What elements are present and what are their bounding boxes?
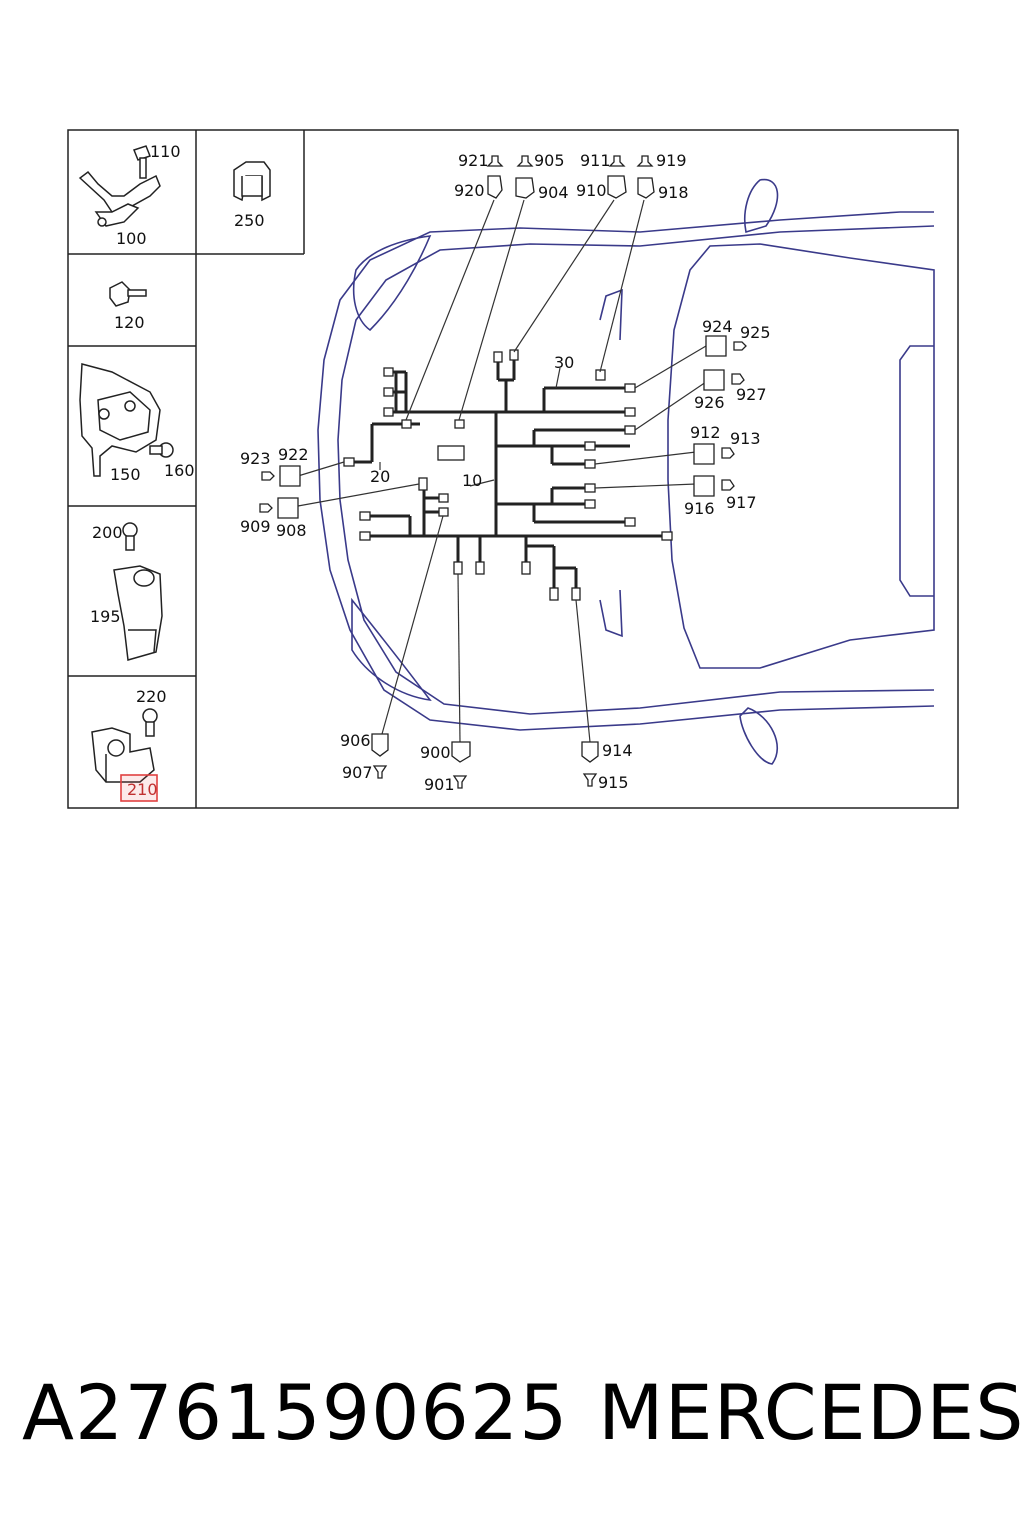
bolt-120 bbox=[109, 281, 147, 307]
label-924: 924 bbox=[702, 317, 733, 336]
top-connectors bbox=[486, 155, 655, 199]
label-923: 923 bbox=[240, 449, 271, 468]
right-connectors bbox=[693, 335, 747, 497]
label-905: 905 bbox=[534, 151, 565, 170]
car-outline bbox=[317, 178, 935, 765]
part-label-195: 195 bbox=[90, 607, 121, 626]
part-label-100: 100 bbox=[116, 229, 147, 248]
bolt-200 bbox=[122, 522, 138, 551]
label-913: 913 bbox=[730, 429, 761, 448]
wiring-harness bbox=[350, 356, 666, 590]
label-915: 915 bbox=[598, 773, 629, 792]
bolt-220 bbox=[142, 708, 158, 737]
label-30: 30 bbox=[554, 353, 574, 372]
bracket-210 bbox=[91, 727, 155, 783]
label-912: 912 bbox=[690, 423, 721, 442]
label-920: 920 bbox=[454, 181, 485, 200]
part-label-110: 110 bbox=[150, 142, 181, 161]
bottom-connectors bbox=[371, 733, 599, 789]
harness-connector-ends bbox=[343, 349, 673, 601]
part-label-150: 150 bbox=[110, 465, 141, 484]
part-label-250: 250 bbox=[234, 211, 265, 230]
label-926: 926 bbox=[694, 393, 725, 412]
bracket-100 bbox=[78, 170, 161, 227]
label-900: 900 bbox=[420, 743, 451, 762]
part-label-120: 120 bbox=[114, 313, 145, 332]
label-922: 922 bbox=[278, 445, 309, 464]
label-914: 914 bbox=[602, 741, 633, 760]
label-907: 907 bbox=[342, 763, 373, 782]
label-919: 919 bbox=[656, 151, 687, 170]
label-908: 908 bbox=[276, 521, 307, 540]
label-918: 918 bbox=[658, 183, 689, 202]
label-10: 10 bbox=[462, 471, 482, 490]
label-921: 921 bbox=[458, 151, 489, 170]
label-916: 916 bbox=[684, 499, 715, 518]
clip-250 bbox=[233, 161, 271, 202]
part-number: A2761590625 bbox=[22, 1368, 569, 1457]
part-label-210: 210 bbox=[127, 780, 158, 799]
left-connectors bbox=[259, 465, 301, 519]
label-20: 20 bbox=[370, 467, 390, 486]
bracket-195 bbox=[113, 565, 163, 661]
bracket-150 bbox=[79, 363, 161, 477]
part-label-220: 220 bbox=[136, 687, 167, 706]
bolt-110 bbox=[133, 145, 151, 179]
label-917: 917 bbox=[726, 493, 757, 512]
label-901: 901 bbox=[424, 775, 455, 794]
label-909: 909 bbox=[240, 517, 271, 536]
part-210-highlight bbox=[120, 774, 158, 802]
brand-name: MERCEDES bbox=[598, 1368, 1024, 1457]
bolt-160 bbox=[149, 442, 174, 458]
label-904: 904 bbox=[538, 183, 569, 202]
label-911: 911 bbox=[580, 151, 611, 170]
footer: A2761590625 MERCEDES bbox=[0, 1368, 1024, 1478]
diagram-frame bbox=[67, 129, 959, 809]
part-label-200: 200 bbox=[92, 523, 123, 542]
label-906: 906 bbox=[340, 731, 371, 750]
label-910: 910 bbox=[576, 181, 607, 200]
part-label-160: 160 bbox=[164, 461, 195, 480]
leader-lines bbox=[297, 199, 707, 743]
label-927: 927 bbox=[736, 385, 767, 404]
label-925: 925 bbox=[740, 323, 771, 342]
